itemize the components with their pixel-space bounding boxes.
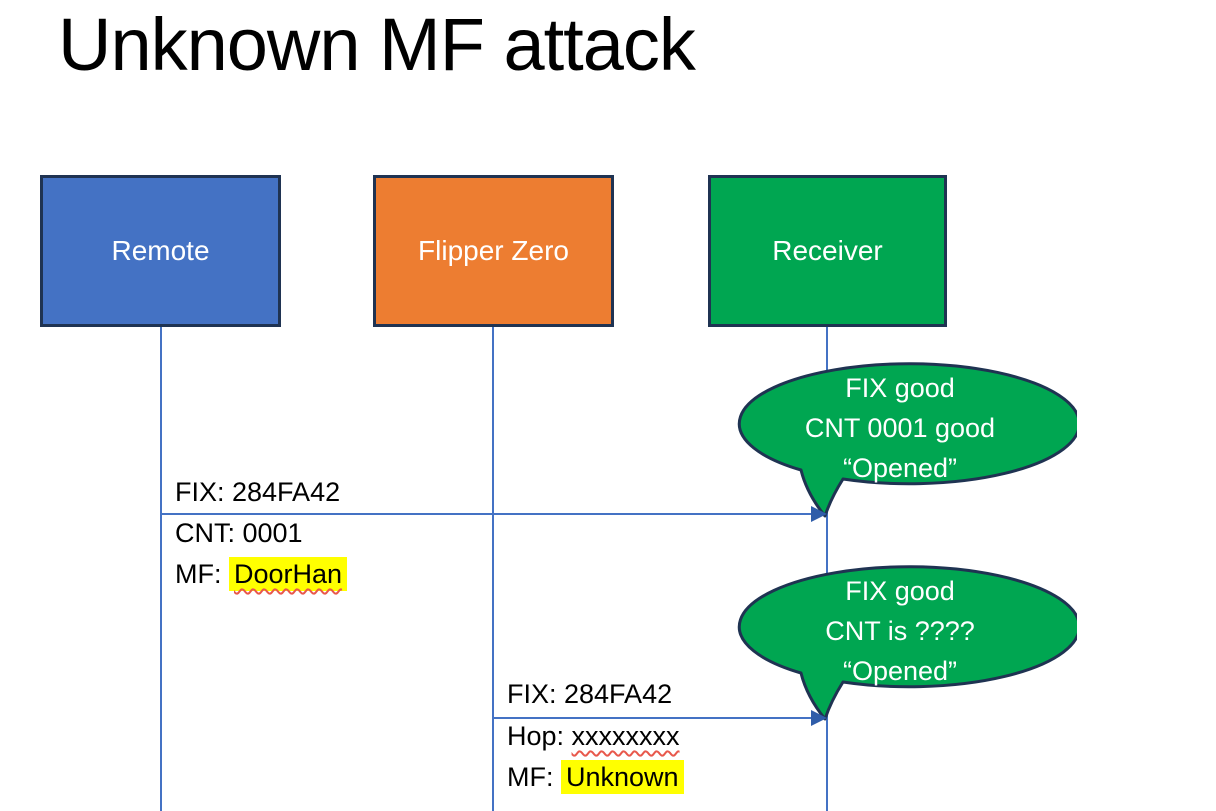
actor-label-receiver: Receiver xyxy=(772,235,883,266)
callout-1-text: FIX good CNT 0001 good “Opened” xyxy=(745,368,1055,488)
message2-mf-label: MF: Unknown xyxy=(507,760,684,794)
message1-mf-prefix: MF: xyxy=(175,559,229,589)
callout2-line1: FIX good xyxy=(845,576,955,606)
actor-box-flipper-zero: Flipper Zero xyxy=(373,175,614,327)
message1-arrow-line xyxy=(161,513,812,515)
callout1-line3: “Opened” xyxy=(842,453,958,483)
callout2-line2: CNT is ???? xyxy=(825,616,975,646)
callout2-line3: “Opened” xyxy=(842,656,958,686)
message1-cnt-label: CNT: 0001 xyxy=(175,518,303,548)
message2-fix-label: FIX: 284FA42 xyxy=(507,679,673,709)
callout-bubble-1 xyxy=(737,362,1077,518)
message1-fix-label: FIX: 284FA42 xyxy=(175,477,341,507)
message1-arrowhead-icon xyxy=(811,506,827,522)
message2-mf-value-highlight: Unknown xyxy=(561,760,684,794)
message1-mf-value-highlight: DoorHan xyxy=(229,557,348,591)
callout-bubble-2 xyxy=(737,565,1077,721)
lifeline-receiver xyxy=(826,327,828,811)
lifeline-remote xyxy=(160,327,162,811)
message2-arrow-line xyxy=(493,717,812,719)
actor-label-remote: Remote xyxy=(111,235,210,266)
actor-box-receiver: Receiver xyxy=(708,175,947,327)
callout-bubble-1-shape xyxy=(737,362,1077,518)
actor-box-remote: Remote xyxy=(40,175,281,327)
callout1-line2: CNT 0001 good xyxy=(804,413,996,443)
message2-hop-prefix: Hop: xyxy=(507,721,572,751)
slide-title: Unknown MF attack xyxy=(58,3,696,86)
message2-arrowhead-icon xyxy=(811,710,827,726)
callout1-line1: FIX good xyxy=(845,373,955,403)
message2-hop-value: xxxxxxxx xyxy=(571,721,680,751)
actor-label-flipper-zero: Flipper Zero xyxy=(418,235,569,266)
callout-2-text: FIX good CNT is ???? “Opened” xyxy=(745,571,1055,691)
callout-bubble-2-shape xyxy=(737,565,1077,721)
message2-mf-prefix: MF: xyxy=(507,762,561,792)
message1-mf-label: MF: DoorHan xyxy=(175,557,348,591)
lifeline-flipper-zero xyxy=(492,327,494,811)
message2-hop-label: Hop: xxxxxxxx xyxy=(507,721,680,752)
